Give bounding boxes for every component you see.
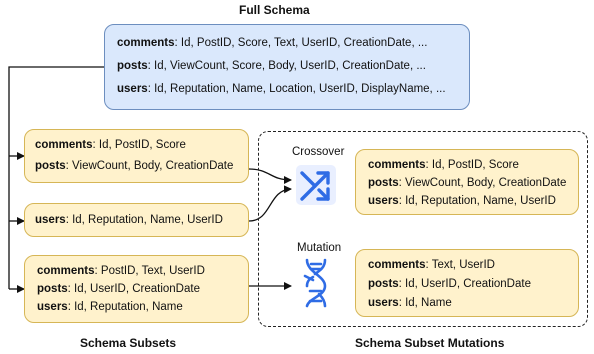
table-name: posts [368, 177, 399, 189]
subset-b-to-crossover [248, 185, 292, 222]
column-list: : Id, Reputation, Name [67, 301, 183, 313]
column-list: : Id, PostID, Score, Text, UserID, Creat… [174, 37, 428, 49]
column-list: : ViewCount, Body, CreationDate [65, 160, 234, 172]
subset-a-posts-line: posts: ViewCount, Body, CreationDate [35, 160, 234, 173]
crossover-icon [296, 165, 336, 205]
crossover-label: Crossover [292, 146, 345, 158]
column-list: : Id, Name [398, 297, 452, 309]
table-name: posts [37, 283, 68, 295]
table-name: posts [35, 160, 66, 172]
mutation-users-line: users: Id, Name [368, 297, 452, 310]
table-name: posts [117, 60, 148, 72]
subset-c-comments-line: comments: PostID, Text, UserID [37, 265, 205, 278]
column-list: : Id, UserID, CreationDate [67, 283, 200, 295]
full-posts-line: posts: Id, ViewCount, Score, Body, UserI… [117, 60, 426, 73]
column-list: : Id, PostID, Score [425, 159, 519, 171]
full-to-subsets-trunk [8, 66, 104, 289]
subset-b-box: users: Id, Reputation, Name, UserID [24, 203, 249, 237]
schema-subsets-title: Schema Subsets [80, 336, 177, 350]
subset-c-box: comments: PostID, Text, UserID posts: Id… [24, 255, 249, 323]
crossover-comments-line: comments: Id, PostID, Score [368, 159, 519, 172]
table-name: comments [37, 265, 95, 277]
column-list: : Id, Reputation, Name, Location, UserID… [147, 83, 446, 95]
full-schema-title: Full Schema [239, 3, 310, 17]
column-list: : Id, Reputation, Name, UserID [65, 214, 223, 226]
column-list: : Text, UserID [425, 259, 495, 271]
subset-b-users-line: users: Id, Reputation, Name, UserID [35, 214, 223, 227]
full-schema-box: comments: Id, PostID, Score, Text, UserI… [104, 24, 470, 110]
crossover-posts-line: posts: ViewCount, Body, CreationDate [368, 177, 567, 190]
crossover-users-line: users: Id, Reputation, Name, UserID [368, 195, 556, 208]
subset-a-comments-line: comments: Id, PostID, Score [35, 139, 186, 152]
table-name: users [117, 83, 148, 95]
table-name: users [368, 195, 399, 207]
subset-c-users-line: users: Id, Reputation, Name [37, 301, 183, 314]
mutation-label: Mutation [297, 242, 342, 254]
table-name: users [35, 214, 66, 226]
column-list: : Id, ViewCount, Score, Body, UserID, Cr… [147, 60, 426, 72]
column-list: : Id, UserID, CreationDate [398, 278, 531, 290]
table-name: posts [368, 278, 399, 290]
subset-c-posts-line: posts: Id, UserID, CreationDate [37, 283, 200, 296]
column-list: : ViewCount, Body, CreationDate [398, 177, 567, 189]
table-name: users [37, 301, 68, 313]
subset-a-to-crossover [248, 168, 292, 184]
subset-a-box: comments: Id, PostID, Score posts: ViewC… [24, 129, 249, 183]
mutations-region [258, 131, 588, 327]
column-list: : PostID, Text, UserID [94, 265, 205, 277]
mutation-result-box: comments: Text, UserID posts: Id, UserID… [355, 249, 579, 317]
table-name: comments [117, 37, 175, 49]
table-name: comments [368, 159, 426, 171]
dna-mutation-icon [303, 258, 327, 308]
column-list: : Id, PostID, Score [92, 139, 186, 151]
mutation-comments-line: comments: Text, UserID [368, 259, 495, 272]
crossover-result-box: comments: Id, PostID, Score posts: ViewC… [355, 149, 579, 215]
full-users-line: users: Id, Reputation, Name, Location, U… [117, 83, 446, 96]
schema-subset-mutations-title: Schema Subset Mutations [355, 336, 505, 350]
full-comments-line: comments: Id, PostID, Score, Text, UserI… [117, 37, 428, 50]
mutation-posts-line: posts: Id, UserID, CreationDate [368, 278, 531, 291]
column-list: : Id, Reputation, Name, UserID [398, 195, 556, 207]
table-name: comments [35, 139, 93, 151]
table-name: users [368, 297, 399, 309]
table-name: comments [368, 259, 426, 271]
